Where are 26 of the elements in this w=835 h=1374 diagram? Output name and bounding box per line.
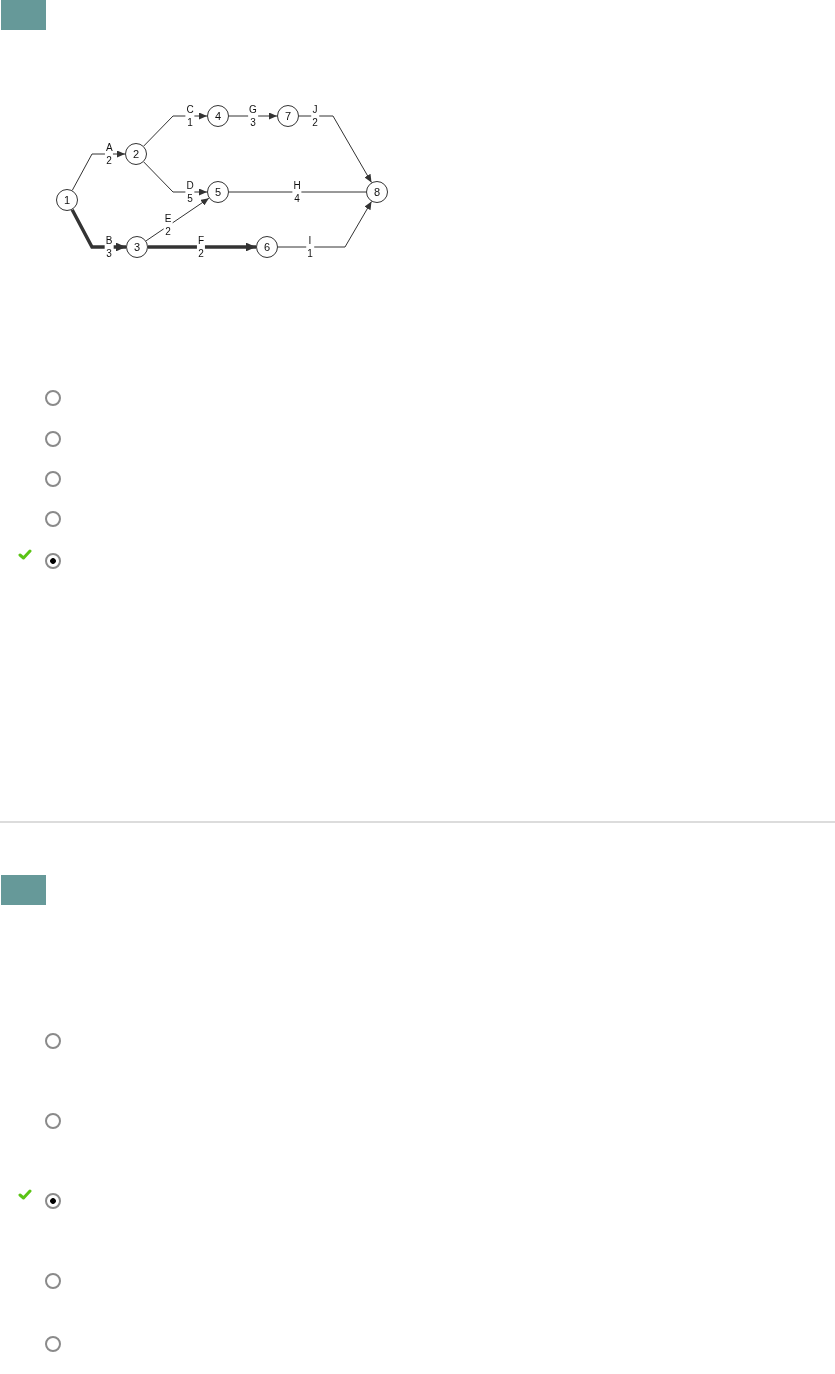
arrow [143, 112, 208, 147]
edge-label: C 1 [185, 103, 195, 129]
arrow [298, 115, 372, 183]
event-circle: 7 [277, 105, 299, 127]
edge-label: I 1 [306, 234, 314, 260]
edge-label: E 2 [163, 212, 173, 238]
arrow [71, 150, 126, 191]
arrow [148, 242, 256, 252]
event-circle: 5 [207, 181, 229, 203]
event-circle: 4 [207, 105, 229, 127]
event-circle: 3 [126, 236, 148, 258]
edge-label: G 3 [248, 103, 258, 129]
edge-label: H 4 [292, 179, 302, 205]
arrow [143, 161, 208, 196]
edge-label: J 2 [311, 103, 319, 129]
arrow [70, 208, 126, 252]
edge-label: A 2 [104, 141, 114, 167]
event-circle: 8 [366, 181, 388, 203]
event-circle: 6 [256, 236, 278, 258]
edge-label: D 5 [185, 179, 195, 205]
arrow [277, 201, 372, 248]
event-circle: 1 [56, 189, 78, 211]
edge-label: B 3 [104, 234, 114, 260]
edge-label: F 2 [196, 234, 206, 260]
connector-line [228, 191, 367, 193]
event-circle: 2 [125, 143, 147, 165]
